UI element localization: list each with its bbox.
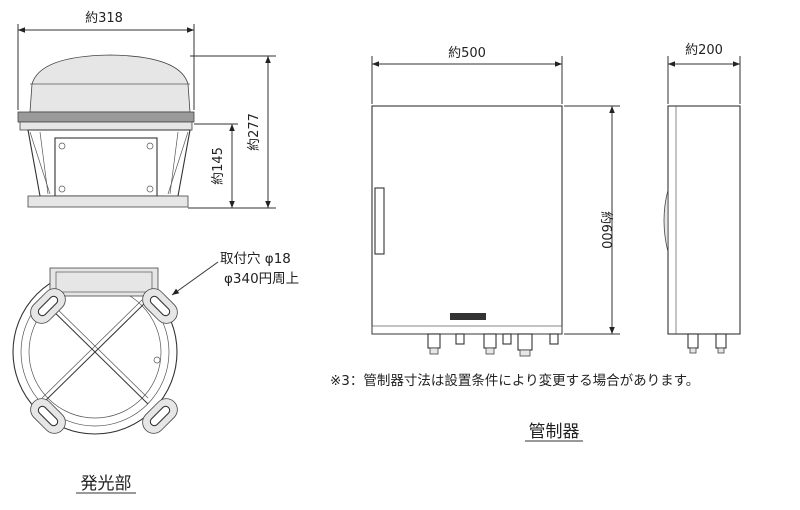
controller-handle [374,187,385,255]
caption-light-unit: 発光部 [81,474,132,494]
dim-controller-depth: 約200 [685,43,723,58]
mounting-ear-br [142,398,178,434]
light-unit-plan-view: 取付穴 φ18 φ340円周上 [12,251,299,435]
dim-controller-height: 約600 [598,211,613,249]
light-dome [29,54,191,113]
dim-light-width: 約318 [85,11,123,26]
controller-front-view: 約500 約600 [371,46,620,357]
mounting-note-line1: 取付穴 φ18 [220,251,291,267]
mounting-ear-tr [142,288,178,324]
controller-side-view: 約200 [663,43,741,354]
caption-controller: 管制器 [529,422,580,442]
controller-cabinet [371,105,563,335]
mounting-ear-bl [30,398,66,434]
dim-light-height-total: 約277 [247,113,262,151]
controller-nameplate [450,313,486,320]
dim-controller-width: 約500 [448,46,486,61]
dim-light-height-base: 約145 [211,147,226,185]
light-unit-side-view: 約318 約277 約145 [17,11,276,209]
cable-glands [427,333,559,357]
light-flange [17,111,195,123]
mounting-note-line2: φ340円周上 [224,271,299,287]
footnote: ※3：管制器寸法は設置条件により変更する場合があります。 [330,372,699,389]
mounting-ear-tl [30,288,66,324]
